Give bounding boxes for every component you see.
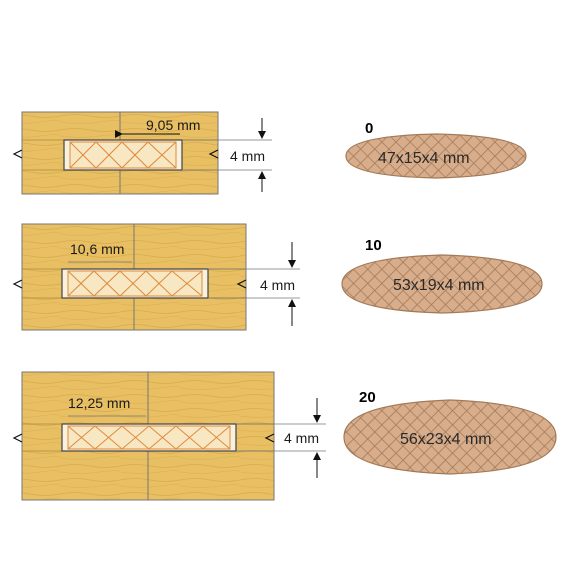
break-mark [236,279,247,289]
biscuit-size-label: 56x23x4 mm [400,431,492,448]
depth-label: 4 mm [230,148,265,164]
joint-0: 9,05 mm 4 mm [12,111,272,195]
biscuit-size-label: 47x15x4 mm [378,150,470,167]
biscuit-20: 20 56x23x4 mm [343,389,557,475]
break-mark [208,149,219,159]
width-label: 12,25 mm [68,395,130,411]
biscuit-10: 10 53x19x4 mm [341,237,543,314]
biscuit-0: 0 47x15x4 mm [345,120,527,179]
biscuit-number: 0 [365,120,373,137]
joint-20: 12,25 mm 4 mm [12,371,326,501]
biscuit-number: 10 [365,237,382,254]
joint-10: 10,6 mm 4 mm [12,223,300,331]
break-mark [12,433,23,443]
biscuit-shape [341,254,543,314]
biscuit-cross-section [69,141,177,169]
break-mark [12,149,23,159]
biscuit-cross-section [67,425,231,450]
biscuit-number: 20 [359,389,376,406]
biscuit-size-label: 53x19x4 mm [393,277,485,294]
break-mark [12,279,23,289]
depth-label: 4 mm [260,277,295,293]
break-mark [264,433,275,443]
biscuit-shape [343,399,557,475]
width-label: 10,6 mm [70,241,124,257]
depth-label: 4 mm [284,430,319,446]
biscuit-shape [345,133,527,179]
biscuit-cross-section [67,270,203,297]
width-label: 9,05 mm [146,117,200,133]
